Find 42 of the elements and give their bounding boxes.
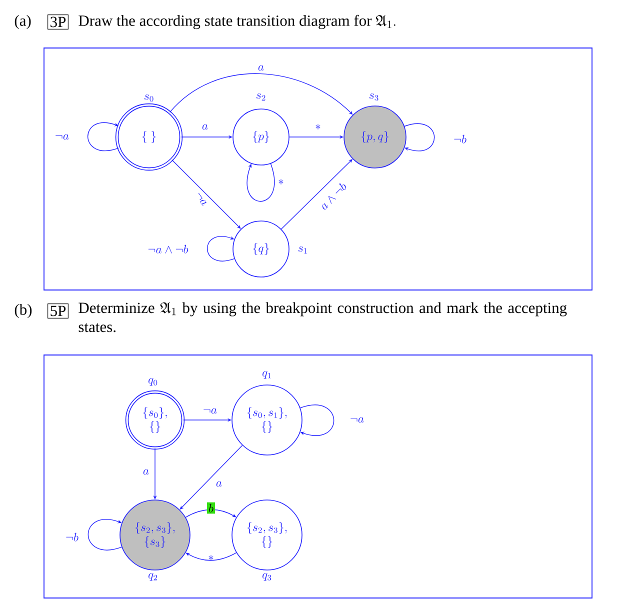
label: $\mathfrak{A}_1$ [160,302,176,316]
loop-arrow [206,236,235,262]
state-name: $s_0$ [144,94,154,102]
state-name: $q_3$ [262,573,272,581]
edge-label: $\neg a$ [56,134,69,140]
loop-arrow [88,519,122,550]
state-name: $s_1$ [298,246,307,254]
edge-label: $*$ [316,124,320,130]
loop-arrow [404,124,435,152]
edge-label: $\neg a \wedge \neg b$ [148,244,188,254]
edge-label: $a$ [202,124,208,130]
label: states. [78,323,116,332]
edge-label: $a \wedge \neg b$ [322,183,346,210]
edge-label: $\neg a$ [198,192,206,206]
item-label: (b) [14,304,32,318]
question-text: Draw the according state transition diagram for $\mathfrak{A}_1.$ [78,14,396,30]
edge-label: $b$ [207,502,215,514]
loop-arrow [246,163,275,202]
state-name: $q_0$ [148,378,158,386]
label: by using the breakpoint construction and mark the accepting [182,302,567,316]
arrow [169,73,353,115]
edge-label: $a$ [143,469,149,475]
edge-label: $\neg a$ [350,417,364,423]
label: Determinize [78,302,154,314]
edge-label: $\neg b$ [66,532,78,542]
state-name: $q_1$ [262,371,271,379]
edge-label: $a$ [258,65,264,71]
question-text: Determinize $\mathfrak{A}_1$ by using the breakpoint construction and mark the accepting states. [78,302,567,332]
edge-label: $\neg a$ [204,408,217,414]
state-name: $s_3$ [369,93,378,101]
state-name: $s_2$ [256,93,266,100]
arrow [172,160,241,229]
edge-label: $\neg b$ [454,134,466,144]
edge-label: $*$ [278,179,284,184]
edge-label: $a$ [216,481,222,487]
item-label: (a) [14,14,31,30]
edge-label: $*$ [208,555,214,560]
points-box: 3P [48,14,68,30]
state-name: $q_2$ [148,573,158,581]
loop-arrow [87,122,119,151]
points-box: 5P [48,304,68,318]
loop-arrow [300,404,334,436]
